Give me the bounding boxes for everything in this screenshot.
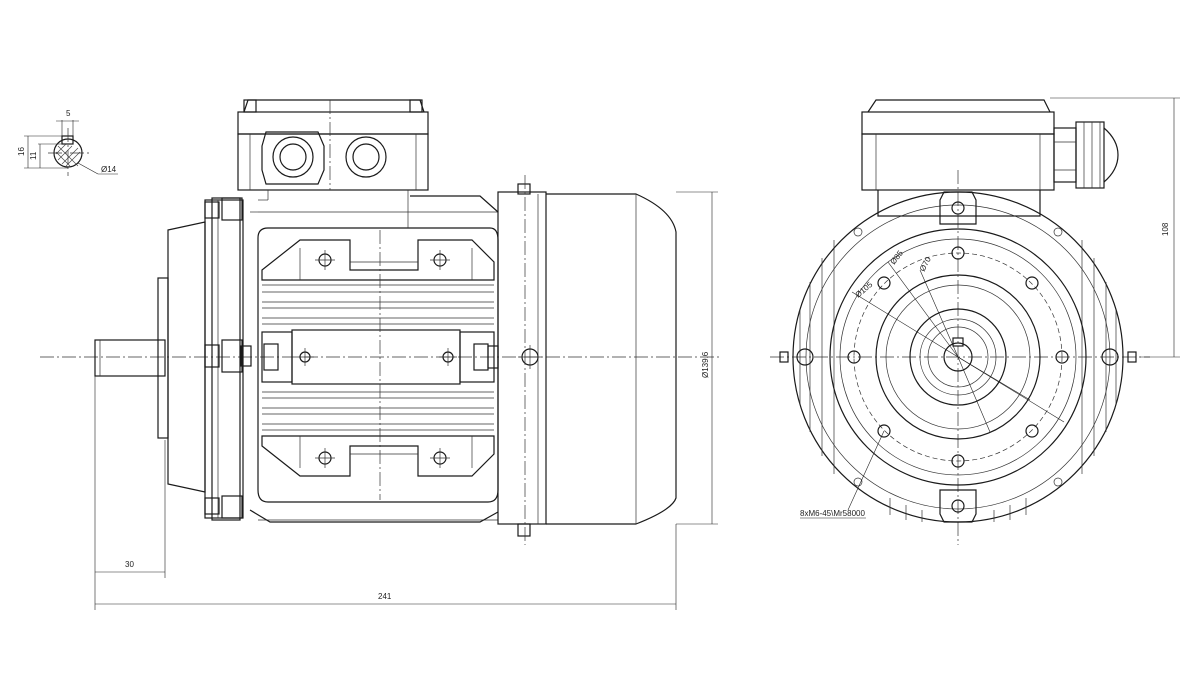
flange-bolt-hole	[951, 454, 965, 468]
end-shaft	[943, 342, 973, 372]
height-dimension-label: 108	[1161, 222, 1170, 236]
shaft-diameter-label: Ø14	[101, 165, 117, 174]
motor-housing	[257, 227, 499, 503]
pcd-diameter-label: Ø105	[854, 280, 875, 300]
overall-length-label: 241	[378, 592, 392, 601]
flange-bolt-hole	[877, 276, 891, 290]
flange-bolt-hole	[1055, 350, 1069, 364]
motor-shaft	[94, 339, 166, 377]
shaft-inner-height-label: 11	[29, 151, 38, 160]
flange-bolt-hole	[1025, 276, 1039, 290]
end-terminal-box	[861, 111, 1055, 135]
fan-cover	[546, 193, 677, 525]
end-view: Ø85 Ø70 Ø105 8xM6-45\Mr58000 108	[770, 97, 1180, 545]
shaft-key-width-label: 5	[66, 109, 71, 118]
pcd-inner-label: Ø85	[888, 248, 905, 266]
flange-bolt-hole	[847, 350, 861, 364]
shaft-section-detail: 5 16 11 Ø14	[17, 109, 118, 176]
hole-callout-label: 8xM6-45\Mr58000	[800, 509, 865, 518]
shaft-length-label: 30	[125, 560, 134, 569]
flange-plate	[204, 199, 244, 519]
flange-bolt-hole	[951, 246, 965, 260]
shaft-height-label: 16	[17, 147, 26, 156]
terminal-box	[237, 111, 429, 135]
side-view: Ø139.6 30 241	[40, 99, 720, 610]
flange-bolt-hole	[1025, 424, 1039, 438]
cable-gland	[1053, 127, 1077, 183]
spigot-diameter-label: Ø70	[918, 255, 933, 273]
flange-outer	[829, 228, 1087, 486]
housing-diameter-label: Ø139.6	[701, 351, 710, 378]
flange-bolt-hole	[877, 424, 891, 438]
